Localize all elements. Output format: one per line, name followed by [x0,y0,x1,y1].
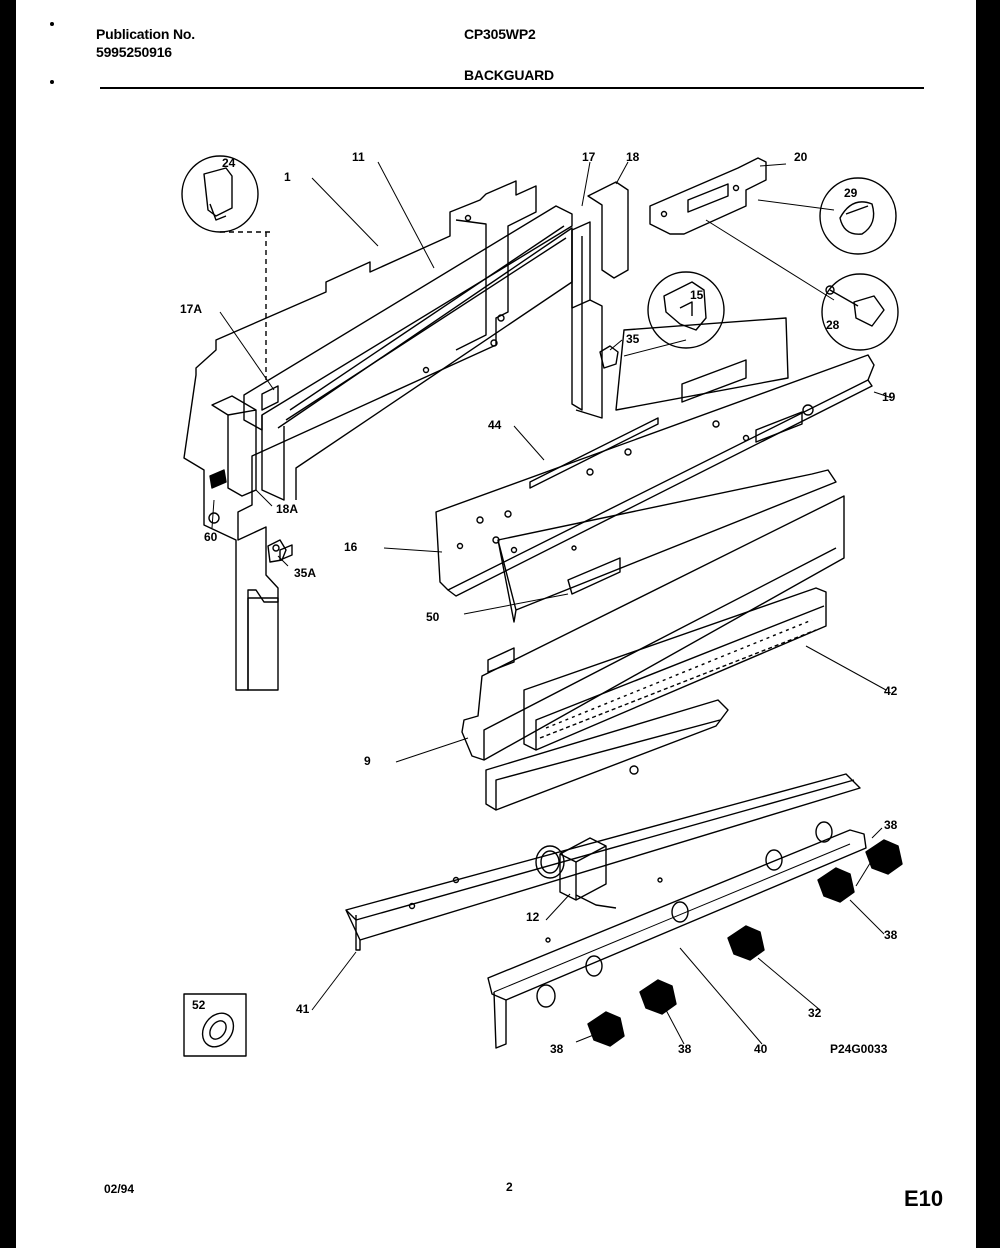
detail-callout-24 [181,155,270,380]
callout-52: 52 [192,998,206,1012]
callout-32: 32 [808,1006,822,1020]
callout-40: 40 [754,1042,768,1056]
part-44-upper-panel [435,317,875,597]
callout-42: 42 [884,684,898,698]
callout-15: 15 [690,288,704,302]
section-title: BACKGUARD [464,67,554,83]
detail-callout-52 [183,993,247,1057]
callout-38-d: 38 [678,1042,692,1056]
callout-11: 11 [352,150,365,164]
callout-38-c: 38 [550,1042,564,1056]
callout-28: 28 [826,318,840,332]
part-42-vent-strip [523,587,827,751]
callout-50: 50 [426,610,440,624]
callout-35a: 35A [294,566,317,580]
part-41-rail [345,773,861,951]
callout-24: 24 [222,156,236,170]
margin-dot [50,22,54,26]
parts-diagram-sheet: Publication No. 5995250916 CP305WP2 BACK… [16,0,976,1248]
part-17-18-right-caps [571,181,629,419]
knobs [587,839,903,1047]
callout-60: 60 [204,530,218,544]
model-number: CP305WP2 [464,26,536,42]
callout-12: 12 [526,910,540,924]
part-9-trim-panel [461,495,845,761]
detail-callout-15 [647,271,725,349]
callout-38-b: 38 [884,928,898,942]
callout-17a: 17A [180,302,203,316]
part-1-rear-panel [183,180,537,691]
callout-44: 44 [488,418,502,432]
margin-dot [50,80,54,84]
callout-38-a: 38 [884,818,898,832]
callout-16: 16 [344,540,358,554]
callout-1: 1 [284,170,291,184]
publication-label: Publication No. [96,26,195,42]
part-12-thermostat [535,837,617,909]
part-40-control-rail [487,821,867,1049]
callout-29: 29 [844,186,858,200]
part-11-trim-channel [243,205,573,501]
callout-19: 19 [882,390,896,404]
leader-lines [211,161,893,1045]
callout-35: 35 [626,332,640,346]
callout-17: 17 [582,150,596,164]
callout-20: 20 [794,150,808,164]
footer-page-number: 2 [506,1180,513,1194]
lower-bracket [485,699,729,811]
footer-date: 02/94 [104,1182,135,1196]
publication-number: 5995250916 [96,44,172,60]
small-parts [209,345,619,563]
callout-41: 41 [296,1002,310,1016]
callout-18a: 18A [276,502,299,516]
callout-18: 18 [626,150,640,164]
callout-9: 9 [364,754,371,768]
footer-code: E10 [904,1186,944,1211]
detail-callout-29 [819,177,897,255]
header-rule [100,87,924,89]
detail-callout-28 [821,273,899,351]
part-50-lens [497,469,837,623]
drawing-code: P24G0033 [830,1042,888,1056]
exploded-view-drawing [181,155,903,1057]
part-20-switch-bracket [649,157,767,235]
